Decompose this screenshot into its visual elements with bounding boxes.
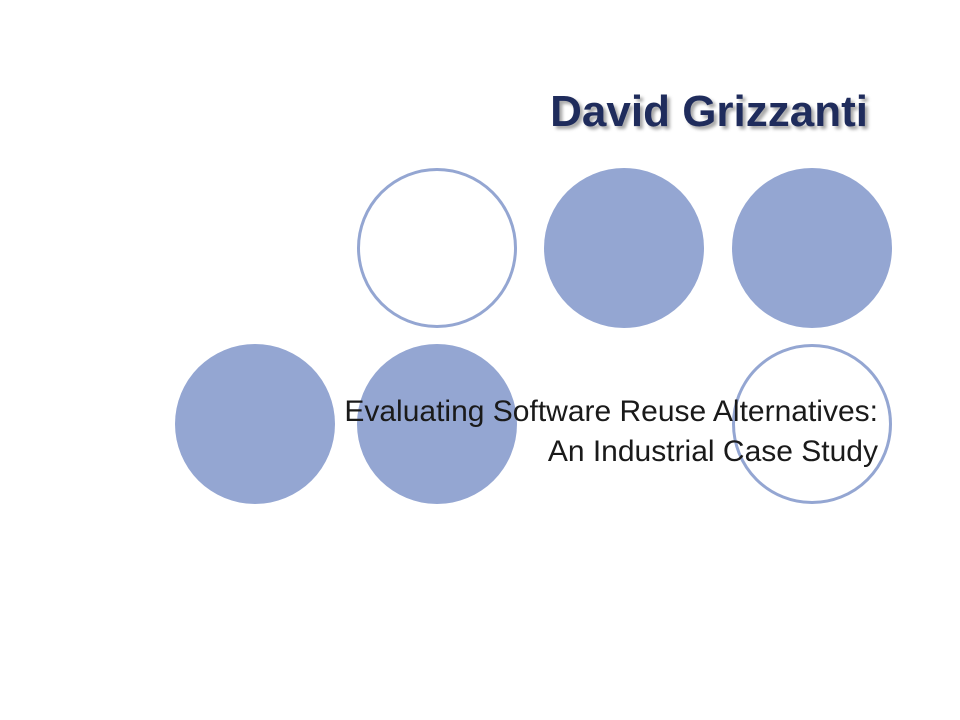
decorative-outline-circle — [357, 168, 517, 328]
subtitle-line-1: Evaluating Software Reuse Alternatives: — [344, 395, 878, 428]
subtitle-line-2: An Industrial Case Study — [547, 435, 878, 468]
decorative-outline-circle — [732, 344, 892, 504]
decorative-filled-circle — [175, 344, 335, 504]
decorative-filled-circle — [732, 168, 892, 328]
slide-subtitle: Evaluating Software Reuse Alternatives: … — [344, 392, 878, 472]
decorative-filled-circle — [544, 168, 704, 328]
slide-title: David Grizzanti — [550, 87, 868, 136]
decorative-filled-circle — [357, 344, 517, 504]
